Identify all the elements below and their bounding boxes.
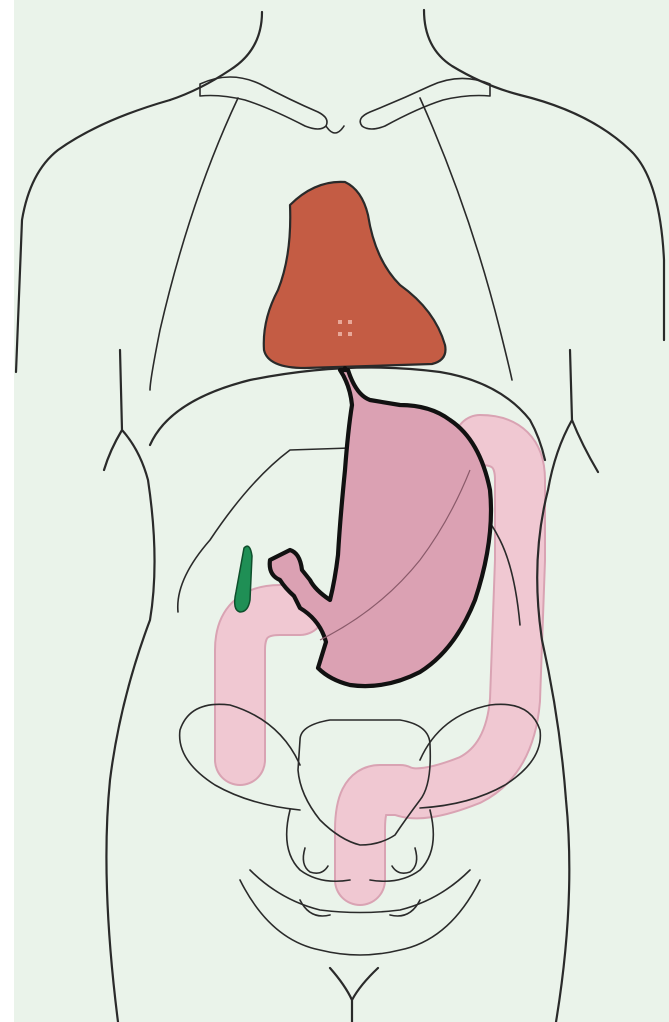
- anatomy-svg: [0, 0, 669, 1022]
- anatomy-diagram: [0, 0, 669, 1022]
